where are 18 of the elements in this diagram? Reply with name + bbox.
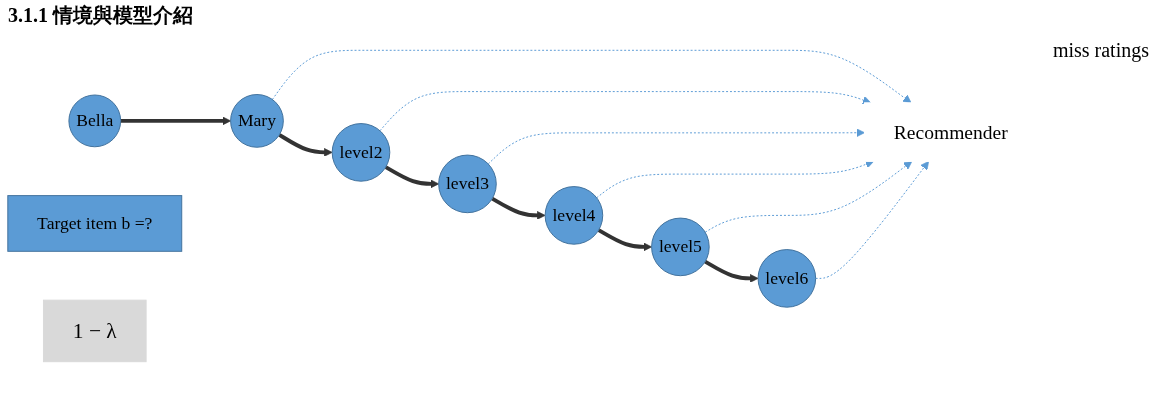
arrow <box>491 196 546 220</box>
arrow <box>384 165 440 189</box>
node-circle: level6 <box>757 249 817 308</box>
node-box: 1 − λ <box>42 299 147 363</box>
node-circle: level5 <box>651 217 710 277</box>
title: 3.1.1 情境與模型介紹 <box>8 3 194 28</box>
node-circle: Mary <box>230 94 284 148</box>
arrow <box>704 259 759 283</box>
node-circle: Bella <box>68 94 122 148</box>
node-circle: level2 <box>331 123 391 182</box>
arrow <box>120 116 231 126</box>
node-text: Recommender <box>893 121 1008 143</box>
node-circle: level4 <box>544 186 604 245</box>
note-text: miss ratings <box>1052 39 1149 62</box>
node-circle: level3 <box>438 154 497 214</box>
node-box: Target item b =? <box>7 195 183 252</box>
arrow <box>278 133 333 157</box>
arrow <box>597 228 652 252</box>
